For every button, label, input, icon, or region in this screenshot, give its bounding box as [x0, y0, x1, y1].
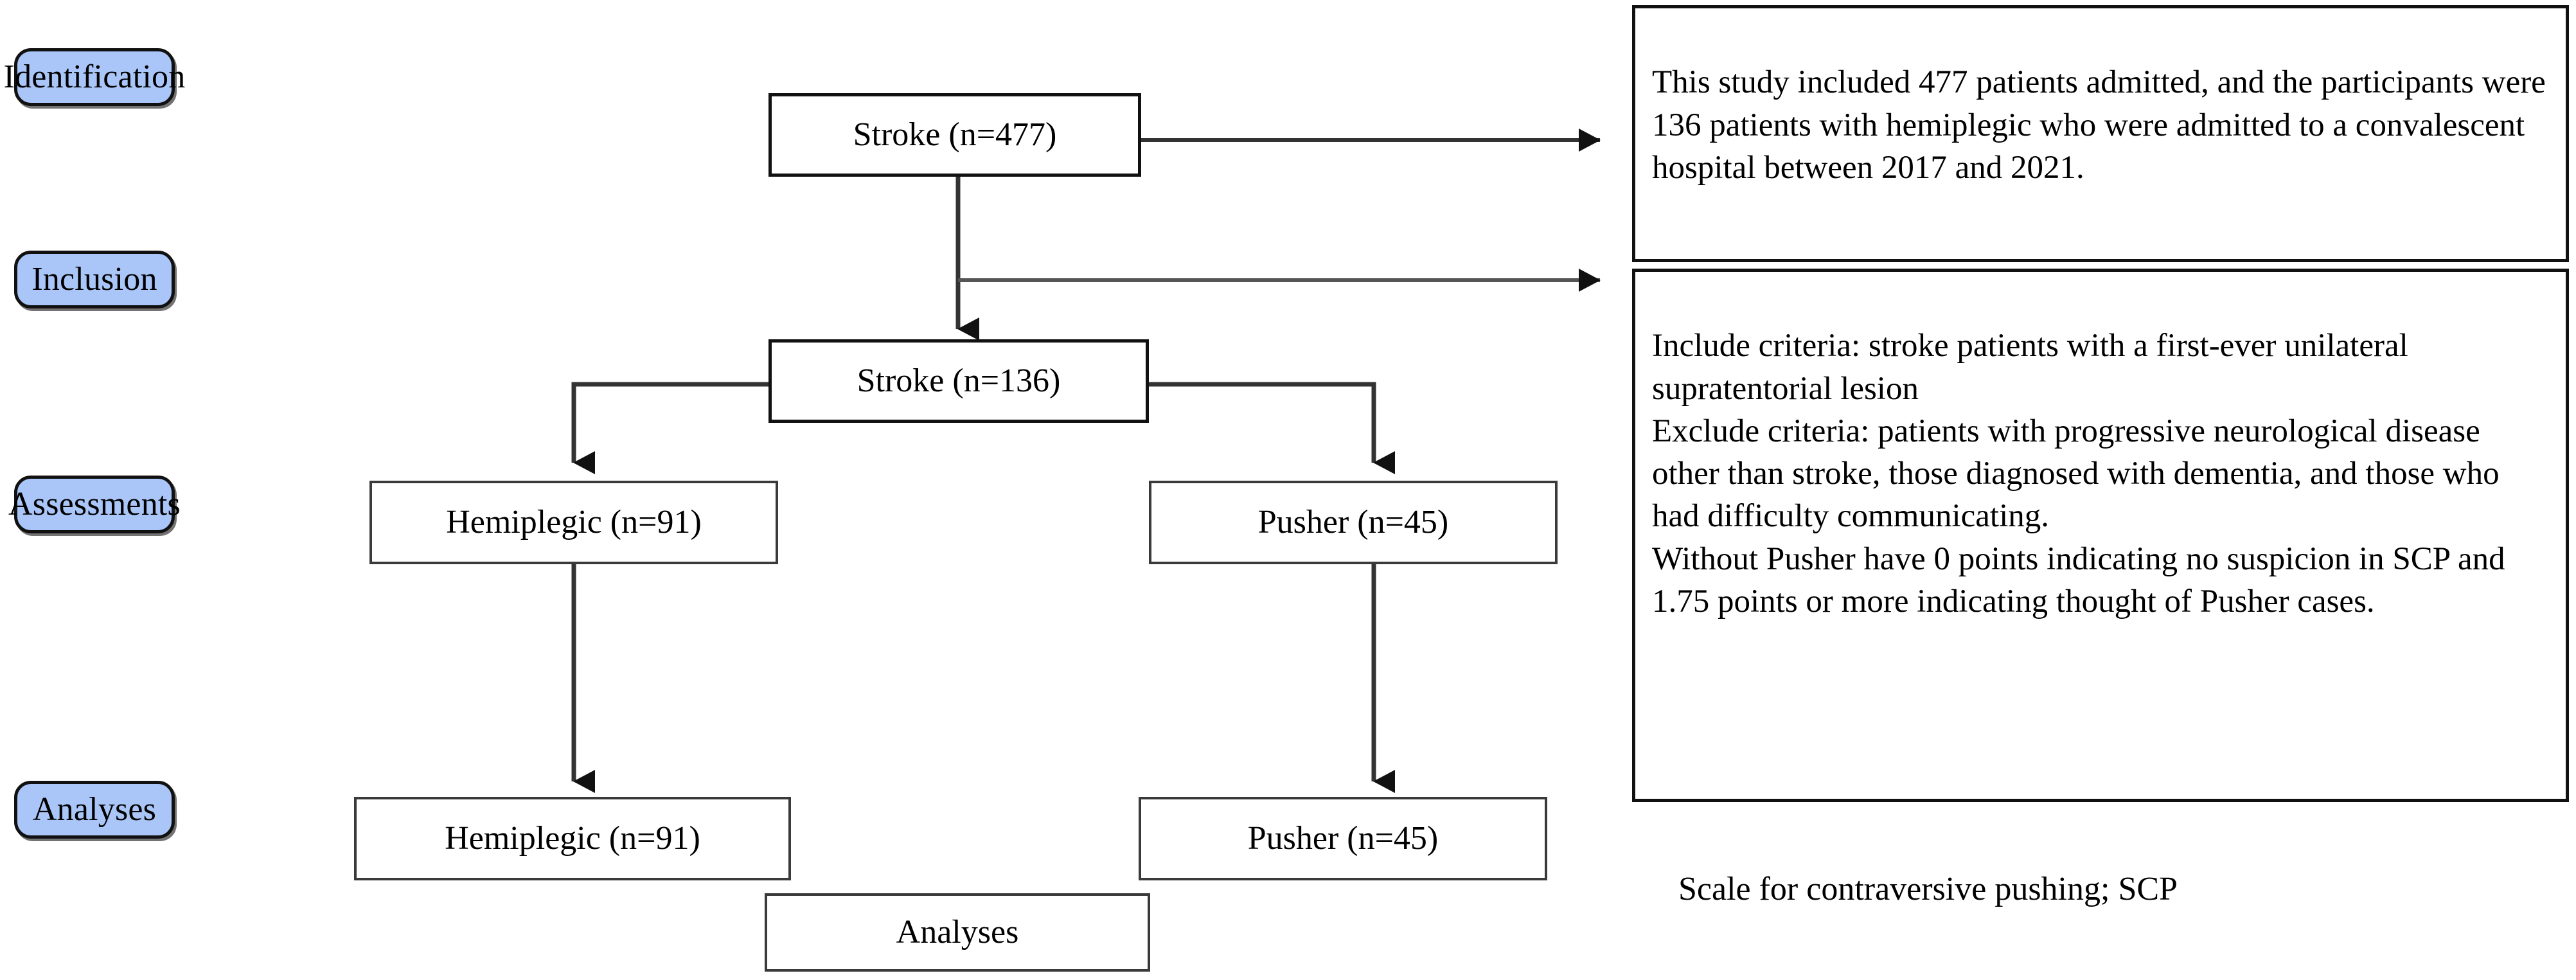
note-box-inclusion: Include criteria: stroke patients with a…	[1632, 269, 2569, 802]
node-analyses-label: Analyses	[896, 914, 1019, 950]
node-hemiplegic-analysis-label: Hemiplegic (n=91)	[445, 820, 700, 857]
node-stroke-screened-label: Stroke (n=477)	[853, 116, 1057, 153]
node-stroke-included[interactable]: Stroke (n=136)	[768, 339, 1149, 423]
node-pusher-assessment[interactable]: Pusher (n=45)	[1149, 481, 1558, 564]
note-box-inclusion-text: Include criteria: stroke patients with a…	[1652, 328, 2505, 620]
edge-included-to-hemiplegic	[571, 382, 768, 474]
stage-pill-assessments[interactable]: Assessments	[8, 476, 181, 533]
stage-pill-inclusion-label: Inclusion	[31, 261, 157, 298]
note-box-identification-text: This study included 477 patients admitte…	[1652, 64, 2546, 186]
stage-pill-identification[interactable]: Identification	[4, 48, 185, 106]
stage-pill-assessments-label: Assessments	[8, 486, 181, 522]
edge-included-to-pusher	[1148, 382, 1395, 474]
stage-pill-identification-label: Identification	[3, 58, 186, 95]
stage-pill-inclusion[interactable]: Inclusion	[14, 251, 175, 308]
node-hemiplegic-assessment-label: Hemiplegic (n=91)	[446, 504, 702, 540]
node-hemiplegic-analysis[interactable]: Hemiplegic (n=91)	[354, 797, 791, 880]
node-hemiplegic-assessment[interactable]: Hemiplegic (n=91)	[369, 481, 778, 564]
node-stroke-screened[interactable]: Stroke (n=477)	[768, 93, 1141, 177]
figure-caption: Scale for contraversive pushing; SCP	[1678, 871, 2178, 907]
node-analyses[interactable]: Analyses	[765, 893, 1150, 972]
node-pusher-assessment-label: Pusher (n=45)	[1257, 504, 1449, 540]
node-pusher-analysis[interactable]: Pusher (n=45)	[1139, 797, 1547, 880]
stage-pill-analyses[interactable]: Analyses	[14, 781, 175, 839]
stage-pill-analyses-label: Analyses	[32, 791, 157, 828]
node-pusher-analysis-label: Pusher (n=45)	[1247, 820, 1439, 857]
node-stroke-included-label: Stroke (n=136)	[857, 362, 1061, 399]
figure-caption-text: Scale for contraversive pushing; SCP	[1678, 871, 2178, 907]
note-box-identification: This study included 477 patients admitte…	[1632, 5, 2569, 262]
